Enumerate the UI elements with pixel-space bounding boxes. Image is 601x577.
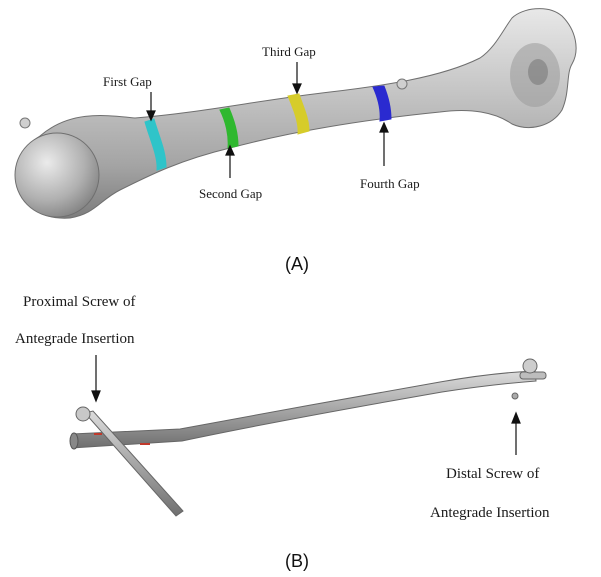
proximal-screw-arrowhead bbox=[92, 391, 100, 401]
nail-proximal-end bbox=[70, 433, 78, 449]
third-gap-label: Third Gap bbox=[262, 44, 316, 59]
proximal-screw-label-line2: Antegrade Insertion bbox=[15, 331, 135, 347]
nail-shaft bbox=[72, 371, 536, 448]
panel-b-caption: (B) bbox=[285, 551, 309, 571]
proximal-screw bbox=[76, 407, 183, 516]
distal-screw-tip bbox=[512, 393, 518, 399]
proximal-screw-cap bbox=[76, 407, 90, 421]
distal-screw-label-line1: Distal Screw of bbox=[446, 466, 539, 482]
intramedullary-nail bbox=[70, 371, 536, 449]
distal-screw-label-line2: Antegrade Insertion bbox=[430, 505, 550, 521]
proximal-screw-head bbox=[20, 118, 30, 128]
distal-screw-cap bbox=[523, 359, 537, 373]
panel-a-caption: (A) bbox=[285, 254, 309, 274]
fourth-gap-label: Fourth Gap bbox=[360, 176, 420, 191]
second-gap-label: Second Gap bbox=[199, 186, 262, 201]
third-gap-arrowhead bbox=[293, 84, 301, 93]
distal-screw-head bbox=[397, 79, 407, 89]
distal-screw-body bbox=[520, 372, 546, 379]
distal-screw-arrowhead bbox=[512, 413, 520, 423]
femoral-head bbox=[15, 133, 99, 217]
first-gap-label: First Gap bbox=[103, 74, 152, 89]
proximal-screw-body bbox=[85, 411, 183, 516]
condyle-notch bbox=[528, 59, 548, 85]
proximal-screw-label-line1: Proximal Screw of bbox=[23, 294, 135, 310]
fourth-gap-arrowhead bbox=[380, 123, 388, 132]
